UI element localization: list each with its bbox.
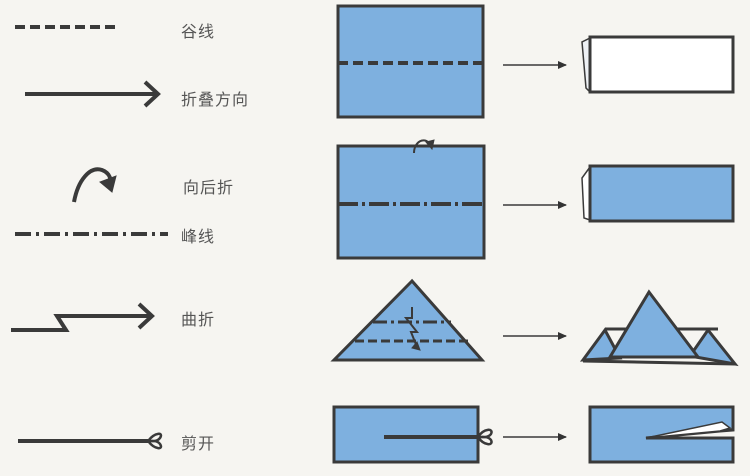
scissors-icon [147,432,163,450]
legend-label-fold-behind: 向后折 [183,178,235,197]
legend-label-valley-fold: 谷线 [181,22,216,41]
pleat-fold-arrow-symbol [11,302,155,332]
rectangle-paper-cut [332,405,480,464]
fold-behind-arrow-symbol [72,167,117,203]
legend-label-cut: 剪开 [181,434,216,453]
fold-direction-arrow-symbol [25,80,161,108]
cut-line-symbol [18,432,163,450]
folded-paper-valley [588,35,735,94]
pleated-triangle-result [579,289,739,367]
legend-label-fold-direction: 折叠方向 [181,90,250,109]
legend-label-pleat-fold: 曲折 [181,310,216,329]
legend-label-mountain-fold: 峰线 [181,227,216,246]
folded-paper-mountain [588,164,735,223]
scissors-icon [476,428,493,446]
